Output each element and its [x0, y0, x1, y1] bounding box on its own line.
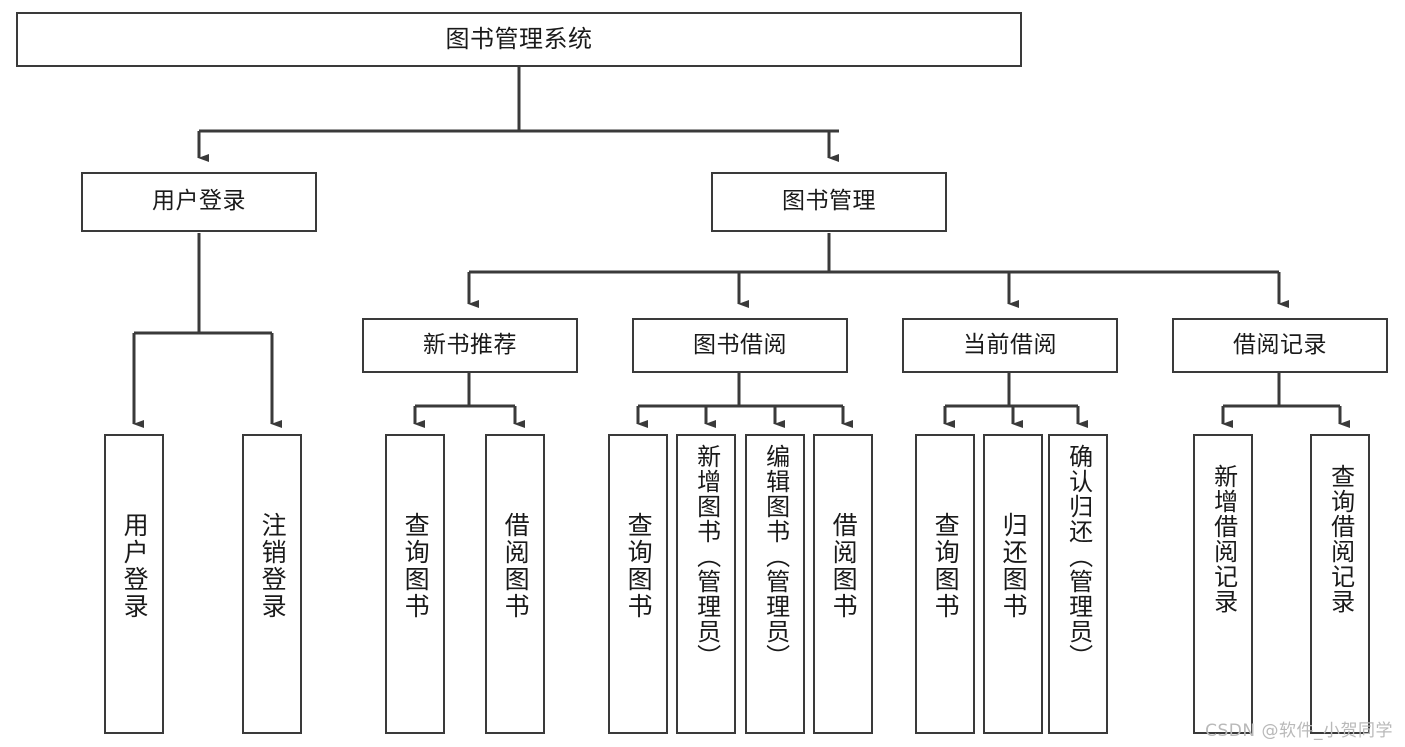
leaf-confirm-return-admin[interactable]: 确认归还（管理员） [1048, 434, 1108, 734]
node-label: 查询图书 [401, 512, 431, 620]
node-label: 借阅记录 [1233, 331, 1327, 358]
node-label: 查询图书 [624, 512, 654, 620]
watermark-text: CSDN @软件_小贺同学 [1205, 721, 1393, 741]
node-user-login[interactable]: 用户登录 [81, 172, 317, 232]
node-new-book-recommend[interactable]: 新书推荐 [362, 318, 578, 373]
node-label: 新增借阅记录 [1209, 464, 1238, 614]
node-label: 确认归还（管理员） [1064, 444, 1093, 669]
node-label: 注销登录 [258, 512, 288, 620]
node-label: 用户登录 [152, 188, 246, 215]
node-label: 查询图书 [931, 512, 961, 620]
node-label: 新书推荐 [423, 331, 517, 358]
node-label: 归还图书 [999, 512, 1029, 620]
node-borrow-record[interactable]: 借阅记录 [1172, 318, 1388, 373]
node-book-management[interactable]: 图书管理 [711, 172, 947, 232]
leaf-borrow-book-new-recommend[interactable]: 借阅图书 [485, 434, 545, 734]
leaf-user-login[interactable]: 用户登录 [104, 434, 164, 734]
node-book-borrow[interactable]: 图书借阅 [632, 318, 848, 373]
node-label: 图书管理 [782, 188, 876, 215]
leaf-add-borrow-record[interactable]: 新增借阅记录 [1193, 434, 1253, 734]
node-current-borrow[interactable]: 当前借阅 [902, 318, 1118, 373]
leaf-query-book-current[interactable]: 查询图书 [915, 434, 975, 734]
node-label: 借阅图书 [829, 512, 859, 620]
leaf-query-borrow-record[interactable]: 查询借阅记录 [1310, 434, 1370, 734]
node-root-library-management-system[interactable]: 图书管理系统 [16, 12, 1022, 67]
leaf-edit-book-admin[interactable]: 编辑图书（管理员） [745, 434, 805, 734]
node-label: 图书借阅 [693, 331, 787, 358]
leaf-query-book-borrow[interactable]: 查询图书 [608, 434, 668, 734]
leaf-borrow-book-borrow[interactable]: 借阅图书 [813, 434, 873, 734]
node-label: 编辑图书（管理员） [761, 444, 790, 669]
node-label: 用户登录 [120, 512, 150, 620]
leaf-add-book-admin[interactable]: 新增图书（管理员） [676, 434, 736, 734]
node-label: 借阅图书 [501, 512, 531, 620]
node-label: 当前借阅 [963, 331, 1057, 358]
node-label: 新增图书（管理员） [692, 444, 721, 669]
leaf-query-book-new-recommend[interactable]: 查询图书 [385, 434, 445, 734]
leaf-logout[interactable]: 注销登录 [242, 434, 302, 734]
node-label: 查询借阅记录 [1326, 464, 1355, 614]
node-label: 图书管理系统 [445, 25, 593, 54]
leaf-return-book[interactable]: 归还图书 [983, 434, 1043, 734]
